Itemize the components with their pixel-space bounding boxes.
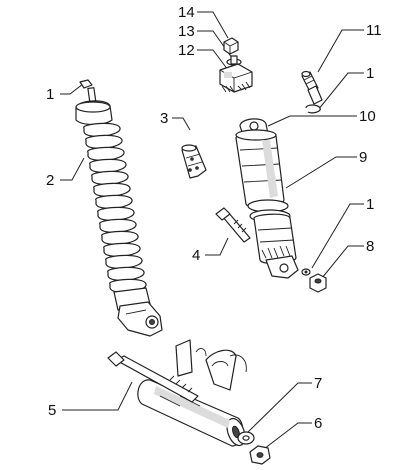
cap-nut-14 xyxy=(223,37,239,55)
bolt-4 xyxy=(215,207,251,243)
callout-4: 4 xyxy=(192,247,200,264)
callout-12: 12 xyxy=(178,42,195,59)
nut-8 xyxy=(309,273,327,293)
callout-9: 9 xyxy=(359,149,367,166)
callout-1-lower-right: 1 xyxy=(366,196,374,213)
leader-lines xyxy=(60,11,364,453)
callout-5: 5 xyxy=(48,402,56,419)
rubber-buffer-3 xyxy=(181,144,207,179)
callout-7: 7 xyxy=(314,375,322,392)
washer-13 xyxy=(226,55,242,66)
leader-14 xyxy=(197,11,229,39)
frame-swing-arm xyxy=(107,339,247,447)
leader-5 xyxy=(62,381,133,411)
leader-2 xyxy=(60,157,85,181)
washer-7 xyxy=(237,431,255,445)
circlip-1-top-right xyxy=(305,104,321,114)
callout-14: 14 xyxy=(178,4,195,21)
callout-2: 2 xyxy=(46,172,54,189)
callout-3: 3 xyxy=(160,110,168,127)
silent-block-12 xyxy=(219,63,253,93)
callout-labels: 14 13 12 11 1 10 9 3 1 2 1 8 4 5 7 6 xyxy=(46,4,382,432)
leader-3 xyxy=(172,117,191,131)
coil-shock-absorber-2 xyxy=(75,87,163,337)
leader-12 xyxy=(197,49,229,71)
leader-1-lower-right xyxy=(311,203,364,269)
leader-6 xyxy=(259,422,312,453)
callout-13: 13 xyxy=(178,23,195,40)
shock-absorber-9-10 xyxy=(235,118,299,279)
circlip-1-lower-right xyxy=(301,268,311,276)
circlip-1-top-left xyxy=(79,79,93,89)
leader-1-top-left xyxy=(60,83,84,95)
leader-11 xyxy=(317,29,364,73)
callout-1-top-left: 1 xyxy=(46,86,54,103)
callout-8: 8 xyxy=(366,238,374,255)
leader-8 xyxy=(321,245,364,279)
spring-coils xyxy=(83,122,147,293)
callout-6: 6 xyxy=(314,415,322,432)
leader-10 xyxy=(267,115,357,127)
callout-10: 10 xyxy=(359,108,376,125)
callout-11: 11 xyxy=(366,22,382,39)
leader-1-top-right xyxy=(317,72,364,111)
callout-1-top-right: 1 xyxy=(366,65,374,82)
bushing-11 xyxy=(301,70,323,105)
top-mount-hardware xyxy=(219,37,253,93)
nut-6 xyxy=(249,445,271,465)
leader-9 xyxy=(285,156,357,189)
leader-7 xyxy=(247,382,312,433)
leader-4 xyxy=(205,237,229,256)
